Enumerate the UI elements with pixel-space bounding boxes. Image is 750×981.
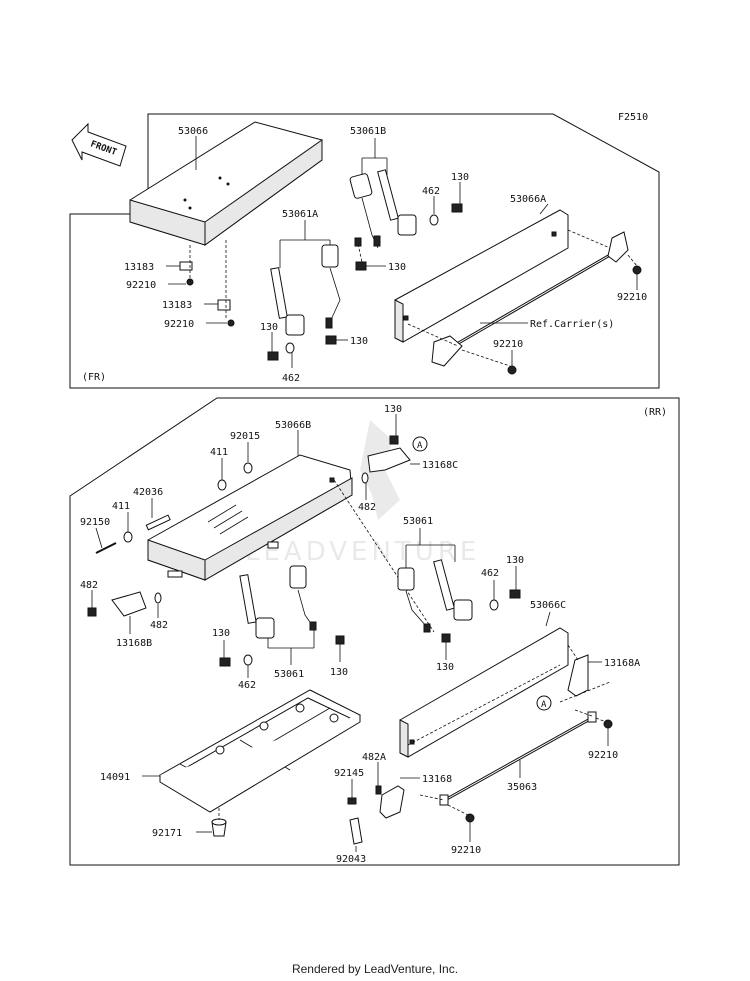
rear-bracket-13168c [361,435,411,484]
part-label-53066b: 53066B [275,420,311,431]
front-nut-92210-right [632,265,642,275]
front-nut-92210-left [507,365,517,375]
part-label-92043: 92043 [336,854,366,865]
part-label-53061a: 53061A [282,209,318,220]
part-label-411-top: 411 [210,447,228,458]
part-label-462-top: 462 [422,186,440,197]
front-bolt-130-top [451,203,463,213]
front-seatbelt-53061b [349,169,417,249]
part-label-130-mid: 130 [388,262,406,273]
front-backrest-53066a [394,209,569,343]
part-label-53066c: 53066C [530,600,566,611]
front-washer-462-top [429,214,439,226]
rear-seatbelt-right [397,559,473,633]
front-carrier-bar [431,231,629,367]
rear-seat-cushion [147,454,353,581]
front-seat-cushion [129,121,323,246]
circle-ref-a-top: A [412,436,428,452]
part-label-92210-right: 92210 [617,292,647,303]
part-label-130-rear-top: 130 [384,404,402,415]
part-label-92210-left: 92210 [493,339,523,350]
part-label-482a: 482A [362,752,386,763]
part-label-53061b: 53061B [350,126,386,137]
part-label-462-left: 462 [282,373,300,384]
rear-bar-35063 [439,711,597,806]
front-section-label: (FR) [82,372,106,383]
part-label-53066a: 53066A [510,194,546,205]
part-label-462-rear-right: 462 [481,568,499,579]
part-label-13168a: 13168A [604,658,640,669]
part-label-130-rear-right: 130 [506,555,524,566]
part-label-92145: 92145 [334,768,364,779]
rear-bracket-13168b [87,591,162,617]
watermark-text: LEADVENTURE [245,537,480,567]
rear-nut-92210-right [603,719,613,729]
part-label-92210-rear-right: 92210 [588,750,618,761]
rear-bolt-130-right-low [441,633,451,643]
front-bolt-130-left [267,351,279,361]
rear-nut-92015 [243,462,253,474]
part-label-13168: 13168 [422,774,452,785]
part-label-92015: 92015 [230,431,260,442]
part-label-482-left: 482 [150,620,168,631]
part-label-42036: 42036 [133,487,163,498]
rear-grommet-92171 [211,818,227,837]
circle-ref-a-bottom-text: A [541,700,547,710]
part-label-13168b: 13168B [116,638,152,649]
figure-code: F2510 [618,112,648,123]
rear-bolt-92150 [95,542,117,554]
rear-washer-411-left [123,531,133,543]
part-label-462-rear-left: 462 [238,680,256,691]
rear-washer-462-left [243,654,253,666]
front-bolt-130-mid [355,261,367,271]
part-label-130-right: 130 [350,336,368,347]
rear-washer-462-right [489,599,499,611]
rear-section-frame [69,397,680,866]
rear-bracket-13168a [567,654,589,697]
rear-nut-92210-bottom [465,813,475,823]
part-label-482-top: 482 [358,502,376,513]
part-label-92171: 92171 [152,828,182,839]
part-label-130-rear-mid-left: 130 [212,628,230,639]
part-label-130-rear-mid: 130 [330,667,348,678]
part-label-411-left: 411 [112,501,130,512]
front-arrow-icon: FRONT [71,122,127,167]
part-label-53061-left: 53061 [274,669,304,680]
part-label-13183-a: 13183 [124,262,154,273]
part-label-53061-right: 53061 [403,516,433,527]
part-label-92210-b: 92210 [164,319,194,330]
part-label-13183-b: 13183 [162,300,192,311]
circle-ref-a-bottom: A [536,695,552,711]
part-label-130-rear-left: 482 [80,580,98,591]
front-bolt-130-right [325,335,337,345]
front-seatbelt-53061a [270,244,341,336]
footer-credit: Rendered by LeadVenture, Inc. [291,962,459,976]
rear-washer-411-top [217,479,227,491]
part-label-35063: 35063 [507,782,537,793]
part-label-14091: 14091 [100,772,130,783]
rear-bolt-130-mid [335,635,345,645]
rear-pin-42036 [145,514,171,531]
front-bracket-upper [179,261,194,286]
circle-ref-a-top-text: A [417,441,423,451]
front-bolt-mid-upper [354,237,362,247]
rear-carrier-tray-14091 [159,689,362,813]
part-label-130-rear-right-low: 130 [436,662,454,673]
rear-backrest-53066c [399,627,569,758]
part-label-92210-rear-bottom: 92210 [451,845,481,856]
front-bracket-lower [217,299,235,327]
rear-bracket-13168 [347,785,405,845]
part-label-130-top: 130 [451,172,469,183]
part-label-13168c: 13168C [422,460,458,471]
rear-section-label: (RR) [643,407,667,418]
rear-bolt-130-right [509,589,521,599]
part-label-92210-a: 92210 [126,280,156,291]
rear-seatbelt-left [239,565,317,639]
part-label-53066: 53066 [178,126,208,137]
part-label-130-left: 130 [260,322,278,333]
front-washer-462-left [285,342,295,354]
ref-carrier-note: Ref.Carrier(s) [530,319,614,330]
part-label-92150: 92150 [80,517,110,528]
rear-bolt-130-left2 [219,657,231,667]
